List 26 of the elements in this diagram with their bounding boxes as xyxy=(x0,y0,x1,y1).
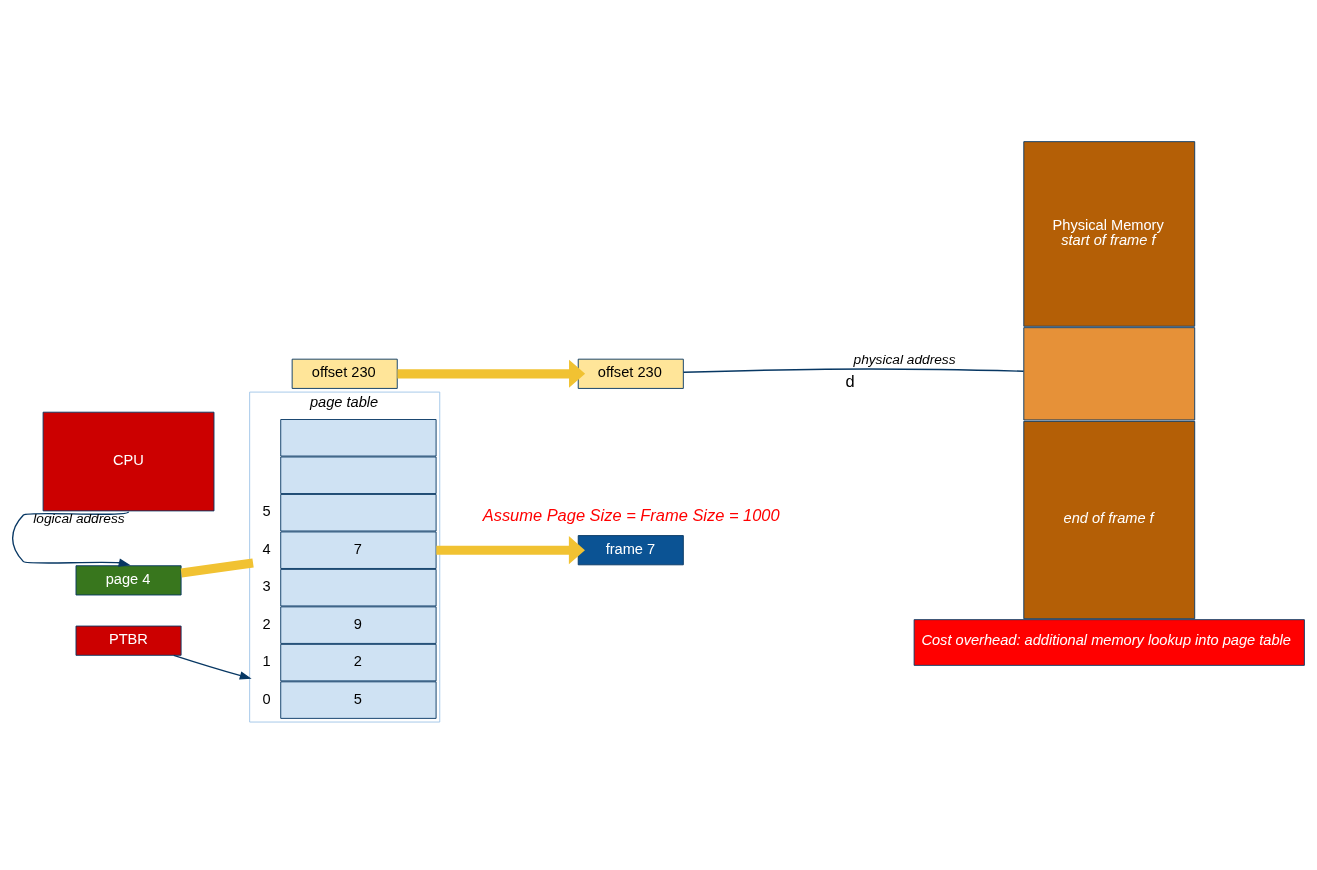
label: d xyxy=(845,371,855,390)
arrow xyxy=(397,359,586,388)
node-box: frame 7 xyxy=(577,534,684,565)
node-box: CPU xyxy=(42,411,215,511)
node-label: 0 xyxy=(262,690,271,707)
node-label: 5 xyxy=(262,502,271,519)
arrow xyxy=(11,510,131,567)
node-box: Physical Memory start of frame f xyxy=(1023,140,1196,327)
connector xyxy=(682,367,1025,373)
node-box: offset 230 xyxy=(291,358,398,389)
node-box xyxy=(1023,326,1196,420)
label: Assume Page Size = Frame Size = 1000 xyxy=(482,505,780,524)
edge-label: logical address xyxy=(33,510,125,526)
arrow xyxy=(436,535,585,564)
connector xyxy=(180,557,254,578)
node-box: page 4 xyxy=(75,564,182,595)
node-label: 4 xyxy=(262,540,271,557)
node-box: end of frame f xyxy=(1023,420,1196,619)
node-label: 1 xyxy=(262,652,271,669)
arrow xyxy=(173,654,252,680)
edge-label: physical address xyxy=(853,351,956,367)
node-box: PTBR xyxy=(75,625,182,656)
node-box: Cost overhead: additional memory lookup into page table xyxy=(913,618,1305,666)
node-label: 3 xyxy=(262,577,271,594)
node-box: offset 230 xyxy=(577,358,684,389)
node-label: 2 xyxy=(262,615,271,632)
